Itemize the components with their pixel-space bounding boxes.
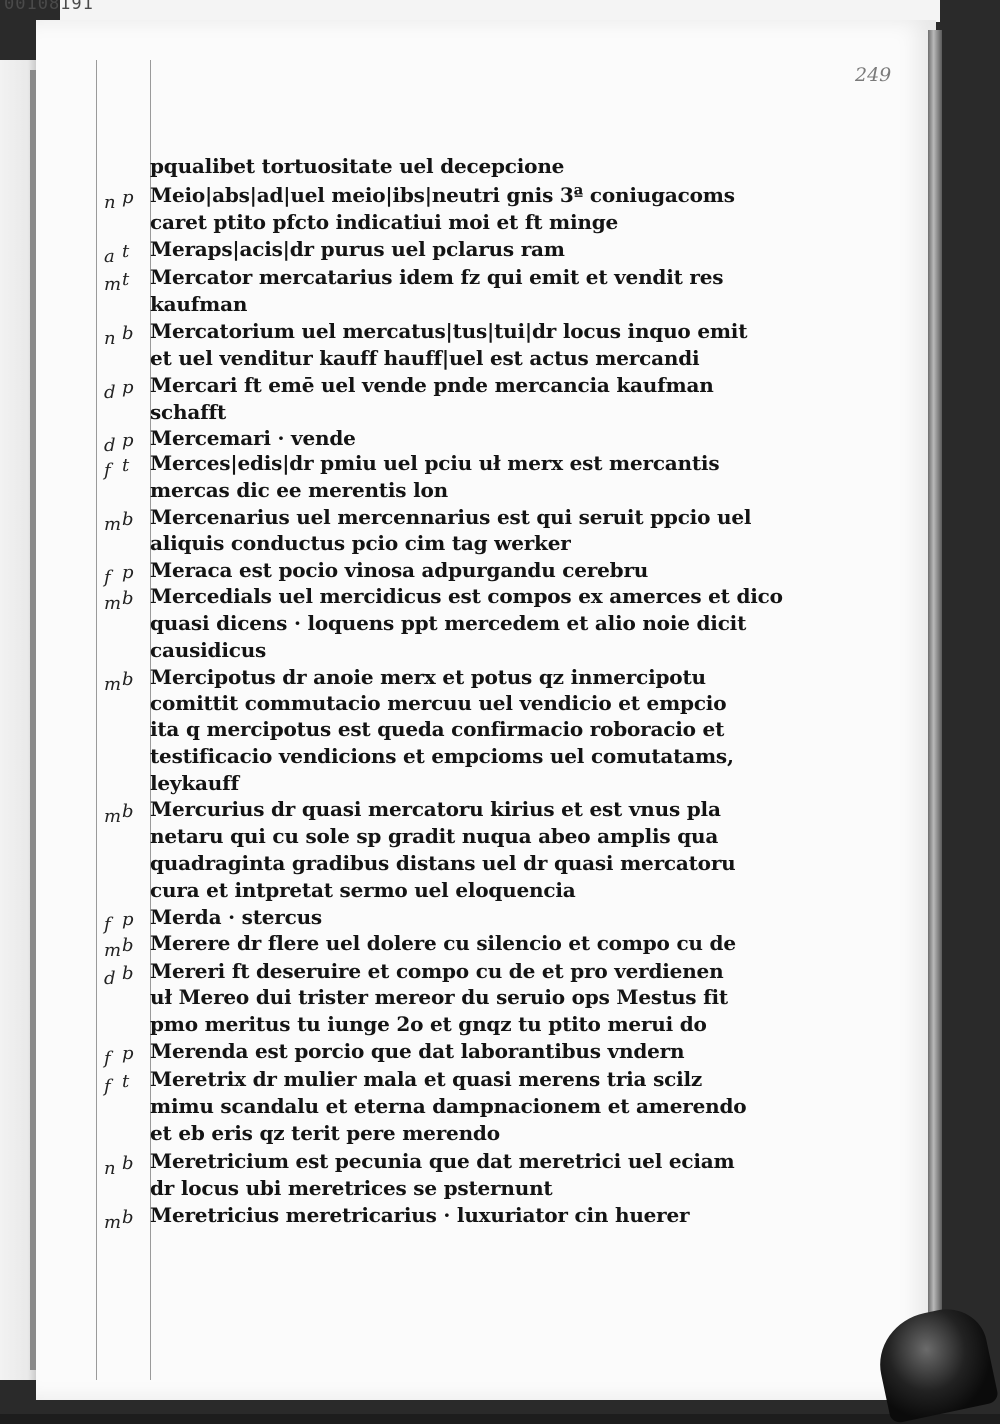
gender-marker: n <box>104 192 116 213</box>
text-line: Mercipotus dr anoie merx et potus qz inm… <box>150 665 706 689</box>
text-line: Merces|edis|dr pmiu uel pciu uł merx est… <box>150 451 720 475</box>
text-line: cura et intpretat sermo uel eloquencia <box>150 878 576 902</box>
gender-marker: m <box>104 674 122 695</box>
text-line: Mercemari · vende <box>150 426 356 450</box>
text-line: pmo meritus tu iunge 2o et gnqz tu ptito… <box>150 1012 707 1036</box>
text-line: Mercatorium uel mercatus|tus|tui|dr locu… <box>150 319 748 343</box>
class-marker: t <box>122 241 130 262</box>
text-line: netaru qui cu sole sp gradit nuqua abeo … <box>150 824 719 848</box>
gender-marker: m <box>104 806 122 827</box>
class-marker: b <box>122 1153 134 1174</box>
text-line: causidicus <box>150 638 267 662</box>
gender-marker: m <box>104 514 122 535</box>
text-line: Mercurius dr quasi mercatoru kirius et e… <box>150 797 721 821</box>
gender-marker: m <box>104 1212 122 1233</box>
class-marker: t <box>122 269 130 290</box>
text-line: comittit commutacio mercuu uel vendicio … <box>150 691 727 715</box>
text-line: quasi dicens · loquens ppt mercedem et a… <box>150 611 747 635</box>
text-ruling-line <box>150 60 151 1380</box>
page-fore-edge <box>928 30 942 1370</box>
text-line: Mereri ft deseruire et compo cu de et pr… <box>150 959 724 983</box>
gender-marker: f <box>104 914 111 935</box>
gender-marker: n <box>104 328 116 349</box>
text-line: pqualibet tortuositate uel decepcione <box>150 154 565 178</box>
archive-id: 00108191 <box>4 0 94 14</box>
class-marker: p <box>122 187 134 208</box>
text-line: aliquis conductus pcio cim tag werker <box>150 531 571 555</box>
class-marker: t <box>122 1071 130 1092</box>
text-line: schafft <box>150 400 226 424</box>
class-marker: p <box>122 430 134 451</box>
gender-marker: f <box>104 567 111 588</box>
text-line: Merere dr flere uel dolere cu silencio e… <box>150 931 736 955</box>
text-line: mercas dic ee merentis lon <box>150 478 448 502</box>
class-marker: b <box>122 323 134 344</box>
class-marker: b <box>122 963 134 984</box>
class-marker: p <box>122 909 134 930</box>
text-line: Meio|abs|ad|uel meio|ibs|neutri gnis 3ª … <box>150 183 735 207</box>
text-line: dr locus ubi meretrices se psternunt <box>150 1176 553 1200</box>
text-line: Mercenarius uel mercennarius est qui ser… <box>150 505 752 529</box>
text-line: Meraca est pocio vinosa adpurgandu cereb… <box>150 558 649 582</box>
text-line: Merda · stercus <box>150 905 322 929</box>
text-line: Meretricius meretricarius · luxuriator c… <box>150 1203 690 1227</box>
text-line: Mercedials uel mercidicus est compos ex … <box>150 584 783 608</box>
gender-marker: n <box>104 1158 116 1179</box>
text-line: uł Mereo dui trister mereor du seruio op… <box>150 985 728 1009</box>
class-marker: b <box>122 588 134 609</box>
gender-marker: m <box>104 593 122 614</box>
gender-marker: d <box>104 382 116 403</box>
gender-marker: m <box>104 940 122 961</box>
text-line: caret ptito pfcto indicatiui moi et ft m… <box>150 210 619 234</box>
class-marker: b <box>122 669 134 690</box>
folio-number: 249 <box>855 64 892 86</box>
class-marker: b <box>122 1207 134 1228</box>
class-marker: b <box>122 509 134 530</box>
gender-marker: d <box>104 968 116 989</box>
gender-marker: f <box>104 1048 111 1069</box>
gender-marker: d <box>104 435 116 456</box>
gender-marker: f <box>104 460 111 481</box>
text-line: Meretricium est pecunia que dat meretric… <box>150 1149 735 1173</box>
manuscript-page <box>36 20 936 1400</box>
gender-marker: m <box>104 274 122 295</box>
text-line: Meraps|acis|dr purus uel pclarus ram <box>150 237 565 261</box>
top-margin <box>60 0 940 22</box>
class-marker: b <box>122 935 134 956</box>
class-marker: p <box>122 562 134 583</box>
text-line: Merenda est porcio que dat laborantibus … <box>150 1039 685 1063</box>
class-marker: b <box>122 801 134 822</box>
text-line: ita q mercipotus est queda confirmacio r… <box>150 717 725 741</box>
class-marker: t <box>122 455 130 476</box>
gender-marker: f <box>104 1076 111 1097</box>
text-line: mimu scandalu et eterna dampnacionem et … <box>150 1094 747 1118</box>
text-line: Mercator mercatarius idem fz qui emit et… <box>150 265 724 289</box>
text-line: quadraginta gradibus distans uel dr quas… <box>150 851 736 875</box>
left-ruling-line <box>96 60 97 1380</box>
text-line: Mercari ft emē uel vende pnde mercancia … <box>150 373 714 397</box>
text-line: et eb eris qz terit pere merendo <box>150 1121 500 1145</box>
text-line: et uel venditur kauff hauff|uel est actu… <box>150 346 700 370</box>
class-marker: p <box>122 1043 134 1064</box>
text-line: kaufman <box>150 292 248 316</box>
text-line: leykauff <box>150 771 239 795</box>
binding-shadow <box>30 70 38 1370</box>
class-marker: p <box>122 377 134 398</box>
text-line: Meretrix dr mulier mala et quasi merens … <box>150 1067 703 1091</box>
text-line: testificacio vendicions et empcioms uel … <box>150 744 734 768</box>
gender-marker: a <box>104 246 115 267</box>
